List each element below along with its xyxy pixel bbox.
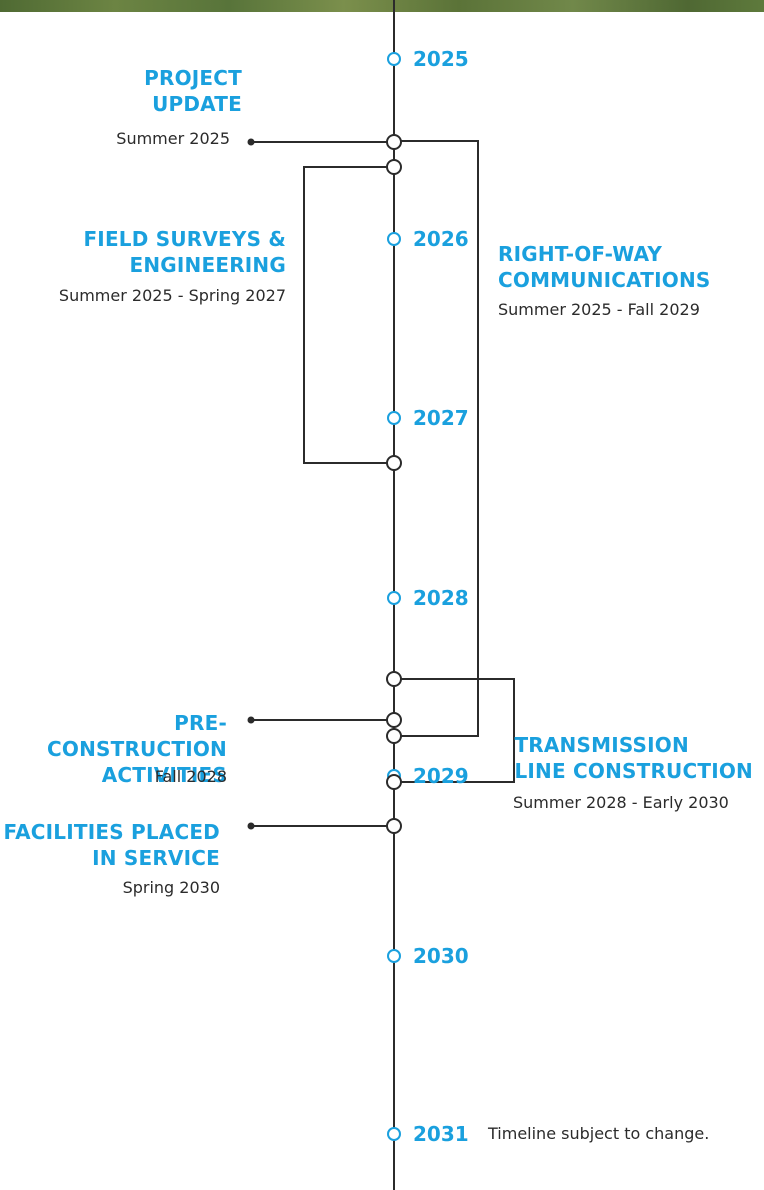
transmission-title-line1: TRANSMISSION <box>514 733 689 757</box>
year-marker-2025 <box>387 52 401 66</box>
project-update-dot <box>247 138 255 146</box>
node-field-surveys-start <box>386 159 402 175</box>
transmission-title: TRANSMISSION LINE CONSTRUCTION <box>514 732 753 784</box>
header-photo-strip <box>0 0 764 12</box>
node-transmission-start <box>386 671 402 687</box>
pre-construction-date: Fall 2028 <box>154 767 227 786</box>
pre-construction-dot <box>247 716 255 724</box>
year-label-2028: 2028 <box>413 586 469 610</box>
right-of-way-title-line2: COMMUNICATIONS <box>498 268 711 292</box>
year-label-2026: 2026 <box>413 227 469 251</box>
project-update-date: Summer 2025 <box>116 129 230 148</box>
pre-construction-title: PRE-CONSTRUCTION ACTIVITIES <box>0 710 227 788</box>
facilities-date: Spring 2030 <box>122 878 220 897</box>
transmission-bracket <box>394 678 515 783</box>
node-project-update <box>386 134 402 150</box>
timeline-note: Timeline subject to change. <box>488 1124 710 1143</box>
facilities-title: FACILITIES PLACED IN SERVICE <box>4 819 221 871</box>
year-marker-2027 <box>387 411 401 425</box>
year-label-2030: 2030 <box>413 944 469 968</box>
field-surveys-bracket <box>303 166 394 464</box>
pre-construction-title-line1: PRE-CONSTRUCTION <box>46 711 227 761</box>
field-surveys-date: Summer 2025 - Spring 2027 <box>58 286 286 305</box>
year-marker-2026 <box>387 232 401 246</box>
right-of-way-title-line1: RIGHT-OF-WAY <box>498 242 663 266</box>
node-pre-construction <box>386 712 402 728</box>
transmission-title-line2: LINE CONSTRUCTION <box>514 759 753 783</box>
field-surveys-title-line1: FIELD SURVEYS & <box>83 227 286 251</box>
right-of-way-bracket <box>394 140 479 737</box>
right-of-way-title: RIGHT-OF-WAY COMMUNICATIONS <box>498 241 711 293</box>
project-update-title-line2: UPDATE <box>152 92 242 116</box>
right-of-way-date: Summer 2025 - Fall 2029 <box>498 300 700 319</box>
project-update-title-line1: PROJECT <box>144 66 242 90</box>
node-right-of-way-end <box>386 728 402 744</box>
node-field-surveys-end <box>386 455 402 471</box>
facilities-title-line1: FACILITIES PLACED <box>3 820 220 844</box>
year-label-2029: 2029 <box>413 764 469 788</box>
transmission-date: Summer 2028 - Early 2030 <box>513 793 729 812</box>
pre-construction-title-line2: ACTIVITIES <box>101 763 227 787</box>
field-surveys-title: FIELD SURVEYS & ENGINEERING <box>83 226 286 278</box>
year-marker-2028 <box>387 591 401 605</box>
node-transmission-end <box>386 774 402 790</box>
year-label-2025: 2025 <box>413 47 469 71</box>
year-marker-2030 <box>387 949 401 963</box>
facilities-dot <box>247 822 255 830</box>
facilities-title-line2: IN SERVICE <box>92 846 220 870</box>
field-surveys-title-line2: ENGINEERING <box>129 253 286 277</box>
node-facilities <box>386 818 402 834</box>
project-update-title: PROJECT UPDATE <box>144 65 242 117</box>
year-marker-2031 <box>387 1127 401 1141</box>
year-label-2031: 2031 <box>413 1122 469 1146</box>
year-label-2027: 2027 <box>413 406 469 430</box>
